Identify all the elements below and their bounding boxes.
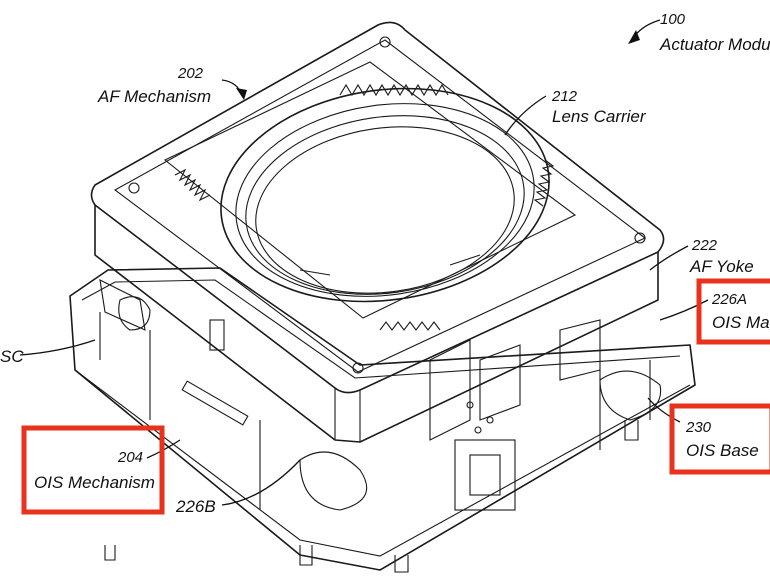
label-lens-carrier: Lens Carrier <box>552 107 647 126</box>
label-100-number: 100 <box>660 11 686 28</box>
label-actuator-module: Actuator Modul <box>659 35 770 54</box>
label-226b-number: 226B <box>175 497 216 516</box>
label-ois-magnet: OIS Mag <box>712 313 770 332</box>
af-yoke-housing <box>90 21 665 443</box>
af-springs <box>174 83 555 331</box>
label-212-number: 212 <box>551 88 578 105</box>
highlight-ois-base <box>669 403 770 475</box>
label-230-number: 230 <box>685 419 712 436</box>
ois-base-frame <box>69 267 696 573</box>
label-ois-mechanism: OIS Mechanism <box>34 473 155 492</box>
lens-carrier <box>220 87 550 303</box>
label-fpc-fragment: SC <box>0 347 24 366</box>
label-af-yoke: AF Yoke <box>689 257 754 276</box>
label-222-number: 222 <box>691 237 718 254</box>
label-202-number: 202 <box>177 65 204 82</box>
label-226a-number: 226A <box>711 291 747 308</box>
label-af-mechanism: AF Mechanism <box>97 87 211 106</box>
label-204-number: 204 <box>117 449 143 466</box>
label-ois-base: OIS Base <box>686 441 759 460</box>
highlight-ois-magnet <box>696 278 770 345</box>
connector-detail <box>99 279 601 441</box>
highlight-ois-mechanism <box>21 425 165 515</box>
